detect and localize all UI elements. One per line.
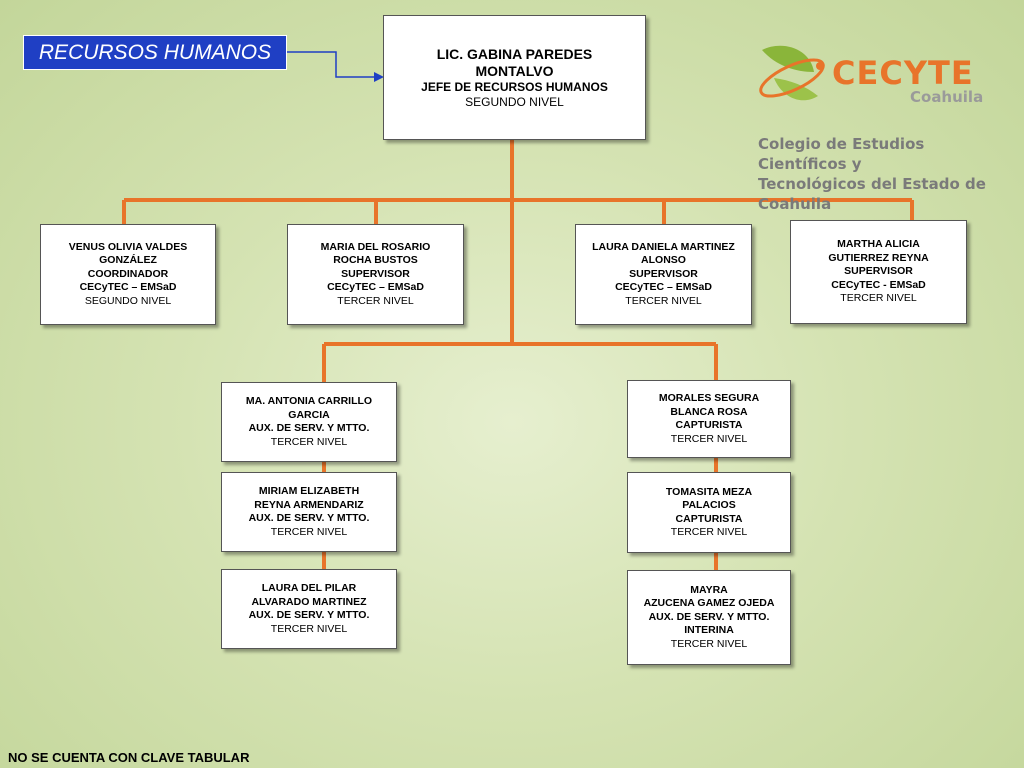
- logo-brand: CECYTE: [832, 54, 974, 92]
- cecyte-logo: CECYTE Coahuila Colegio de Estudios Cien…: [752, 38, 986, 213]
- section-title: RECURSOS HUMANOS: [38, 41, 272, 64]
- box-level: SEGUNDO NIVEL: [84, 294, 172, 307]
- box-line: GONZÁLEZ: [99, 254, 157, 267]
- head-name-line1: LIC. GABINA PAREDES: [436, 45, 593, 62]
- head-role: JEFE DE RECURSOS HUMANOS: [421, 79, 608, 94]
- head-name-line2: MONTALVO: [475, 62, 554, 79]
- footer-note: NO SE CUENTA CON CLAVE TABULAR: [8, 750, 250, 765]
- box-line: SUPERVISOR: [341, 267, 410, 280]
- box-level: TERCER NIVEL: [670, 526, 748, 538]
- logo-tagline-line2: Tecnológicos del Estado de Coahuila: [758, 175, 986, 213]
- box-line: CECyTEC – EMSaD: [327, 281, 424, 294]
- box-line: VENUS OLIVIA VALDES: [68, 240, 188, 253]
- box-line: MA. ANTONIA CARRILLO: [245, 395, 373, 407]
- box-line: MORALES SEGURA: [658, 392, 760, 404]
- box-level: TERCER NIVEL: [670, 432, 748, 445]
- box-line: TOMASITA MEZA: [665, 485, 753, 498]
- box-level: TERCER NIVEL: [270, 435, 348, 448]
- org-head-box: LIC. GABINA PAREDES MONTALVO JEFE DE REC…: [383, 15, 646, 140]
- logo-tagline-line1: Colegio de Estudios Científicos y: [758, 135, 925, 173]
- box-line: AUX. DE SERV. Y MTTO.: [648, 610, 770, 623]
- title-arrow-head: [374, 72, 384, 82]
- org-box-left-2: MIRIAM ELIZABETH REYNA ARMENDARIZ AUX. D…: [221, 472, 397, 552]
- box-line: ROCHA BUSTOS: [333, 254, 418, 267]
- title-arrow-line: [287, 51, 376, 78]
- logo-tagline: Colegio de Estudios Científicos y Tecnol…: [758, 134, 988, 214]
- box-line: LAURA DANIELA MARTINEZ: [592, 240, 735, 253]
- org-box-right-1: MORALES SEGURA BLANCA ROSA CAPTURISTA TE…: [627, 380, 791, 458]
- box-line: BLANCA ROSA: [670, 405, 748, 418]
- org-box-right-3: MAYRA AZUCENA GAMEZ OJEDA AUX. DE SERV. …: [627, 570, 791, 665]
- box-line: SUPERVISOR: [629, 267, 698, 280]
- box-level: TERCER NIVEL: [270, 622, 348, 635]
- box-line: MAYRA: [690, 583, 728, 596]
- box-line: MARTHA ALICIA: [837, 238, 920, 251]
- box-line: COORDINADOR: [87, 267, 169, 280]
- box-level: TERCER NIVEL: [337, 294, 414, 307]
- box-line: ALVARADO MARTINEZ: [251, 595, 367, 608]
- box-line: CAPTURISTA: [675, 512, 743, 525]
- org-box-left-3: LAURA DEL PILAR ALVARADO MARTINEZ AUX. D…: [221, 569, 397, 649]
- org-box-left-1: MA. ANTONIA CARRILLO GARCIA AUX. DE SERV…: [221, 382, 397, 462]
- box-line: AUX. DE SERV. Y MTTO.: [248, 609, 370, 621]
- atom-leaf-icon: [759, 45, 825, 101]
- box-line: LAURA DEL PILAR: [261, 582, 357, 594]
- box-line: CECyTEC – EMSaD: [615, 281, 712, 294]
- box-line: AUX. DE SERV. Y MTTO.: [248, 512, 370, 524]
- box-line: AZUCENA GAMEZ OJEDA: [643, 597, 775, 610]
- box-line: CECyTEC – EMSaD: [79, 281, 177, 294]
- org-box-right-2: TOMASITA MEZA PALACIOS CAPTURISTA TERCER…: [627, 472, 791, 553]
- box-level: TERCER NIVEL: [270, 525, 348, 538]
- box-line: ALONSO: [641, 254, 686, 267]
- box-line: MIRIAM ELIZABETH: [258, 485, 360, 497]
- org-box-row1-2: MARIA DEL ROSARIO ROCHA BUSTOS SUPERVISO…: [287, 224, 464, 325]
- org-box-row1-3: LAURA DANIELA MARTINEZ ALONSO SUPERVISOR…: [575, 224, 752, 325]
- box-line: SUPERVISOR: [844, 265, 913, 278]
- logo-state: Coahuila: [910, 88, 984, 106]
- box-level: TERCER NIVEL: [625, 294, 702, 307]
- box-line: AUX. DE SERV. Y MTTO.: [248, 422, 370, 434]
- box-level: TERCER NIVEL: [840, 292, 917, 305]
- org-box-row1-4: MARTHA ALICIA GUTIERREZ REYNA SUPERVISOR…: [790, 220, 967, 324]
- box-line: GUTIERREZ REYNA: [828, 251, 929, 264]
- section-title-badge: RECURSOS HUMANOS: [23, 35, 287, 70]
- head-level: SEGUNDO NIVEL: [465, 94, 564, 109]
- box-level: TERCER NIVEL: [670, 637, 748, 650]
- box-line: CECyTEC - EMSaD: [831, 278, 926, 291]
- box-line: GARCIA: [288, 408, 330, 421]
- box-line: CAPTURISTA: [675, 419, 743, 431]
- box-line: REYNA ARMENDARIZ: [254, 498, 364, 511]
- box-line: MARIA DEL ROSARIO: [320, 240, 431, 253]
- box-line: INTERINA: [684, 624, 734, 637]
- box-line: PALACIOS: [682, 499, 736, 511]
- org-box-row1-1: VENUS OLIVIA VALDES GONZÁLEZ COORDINADOR…: [40, 224, 216, 325]
